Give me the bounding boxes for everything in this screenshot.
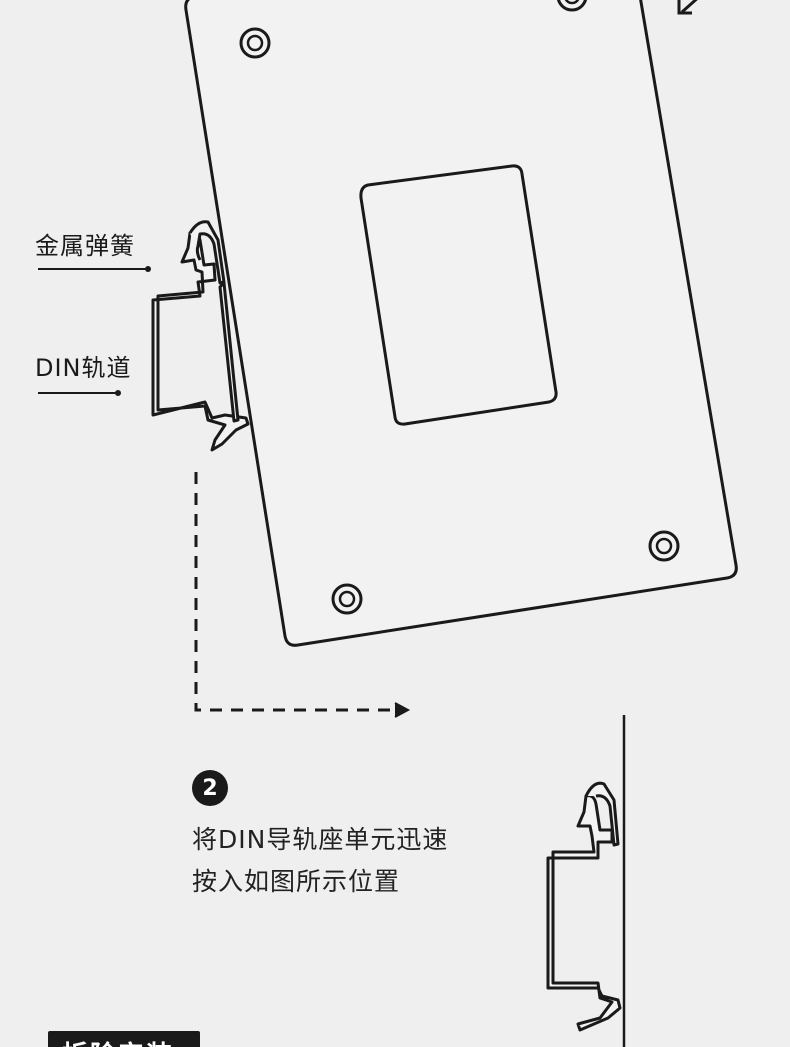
arrow-icon — [677, 0, 698, 15]
din-rail-leader-line — [38, 390, 121, 396]
screw-hole-top-right — [557, 0, 587, 12]
instruction-line-1: 将DIN导轨座单元迅速 — [192, 825, 449, 854]
screw-hole-bottom-right — [648, 530, 680, 562]
screw-holes — [239, 0, 680, 615]
din-clip-tilted — [151, 220, 250, 452]
display-window — [359, 164, 558, 426]
device-plate — [184, 0, 738, 647]
din-rail-label: DIN轨道 — [35, 354, 132, 382]
din-clip-installed — [546, 715, 626, 1047]
section-header-text: 拆除安装 — [62, 1035, 174, 1047]
step-number-badge: 2 — [192, 770, 228, 806]
metal-spring-leader-line — [38, 266, 151, 272]
screw-hole-bottom-left — [331, 583, 363, 615]
section-header-tab: 拆除安装 — [48, 1031, 200, 1047]
screw-hole-top-left — [239, 27, 271, 59]
dashed-arrow — [194, 472, 411, 718]
metal-spring-label: 金属弹簧 — [35, 232, 135, 260]
instruction-line-2: 按入如图所示位置 — [192, 867, 401, 896]
